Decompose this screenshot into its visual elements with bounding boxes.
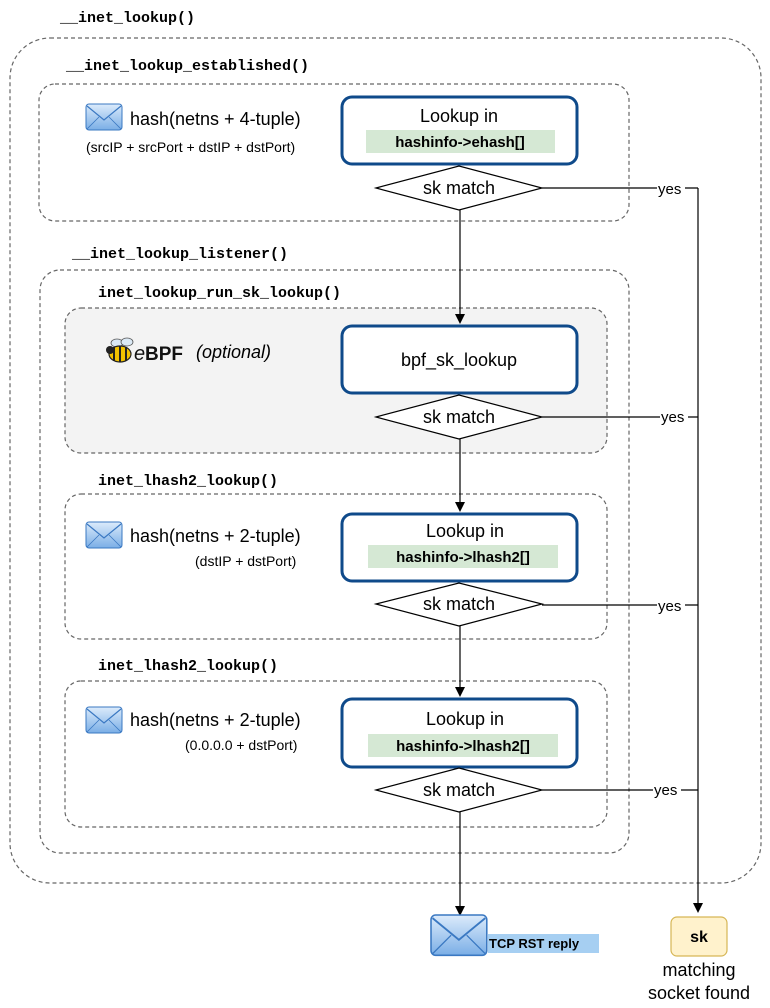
yes-label-1: yes xyxy=(658,181,681,198)
rst-label: TCP RST reply xyxy=(489,936,580,951)
ebpf-logo-e: e xyxy=(134,343,145,365)
yes-label-4: yes xyxy=(654,782,677,799)
decision-label-1: sk match xyxy=(423,178,495,198)
sk-found-line2: socket found xyxy=(648,983,750,1003)
established-hash: hash(netns + 4-tuple) xyxy=(130,109,301,129)
decision-label-3: sk match xyxy=(423,594,495,614)
lhash2-b-table: hashinfo->lhash2[] xyxy=(396,738,530,755)
run-sk-lookup-label: inet_lookup_run_sk_lookup() xyxy=(98,285,341,302)
rst-label-highlight xyxy=(488,934,599,953)
lhash2-group-a xyxy=(64,493,608,640)
lhash2-a-hash: hash(netns + 2-tuple) xyxy=(130,526,301,546)
yes-label-3: yes xyxy=(658,598,681,615)
lhash2-label-b: inet_lhash2_lookup() xyxy=(98,658,278,675)
bpf-sk-lookup-box xyxy=(340,324,579,395)
envelope-icon xyxy=(85,521,123,549)
established-hash-detail: (srcIP + srcPort + dstIP + dstPort) xyxy=(86,139,295,155)
ehash-lookup-title: Lookup in xyxy=(420,106,498,126)
ehash-table-highlight xyxy=(366,130,555,153)
established-label: __inet_lookup_established() xyxy=(65,58,309,75)
ebpf-optional: (optional) xyxy=(196,342,271,362)
lhash2-a-table-highlight xyxy=(368,545,558,568)
envelope-icon xyxy=(85,706,123,734)
bpf-sk-lookup-label: bpf_sk_lookup xyxy=(401,350,517,371)
decision-diamond-3 xyxy=(373,582,545,627)
lhash2-a-hash-detail: (dstIP + dstPort) xyxy=(195,553,296,569)
bee-icon xyxy=(106,337,134,363)
listener-label: __inet_lookup_listener() xyxy=(71,246,288,263)
ehash-table: hashinfo->ehash[] xyxy=(395,134,525,151)
lhash2-label-a: inet_lhash2_lookup() xyxy=(98,473,278,490)
listener-group xyxy=(39,269,630,854)
inet-lookup-group xyxy=(9,37,762,884)
lhash2-group-b xyxy=(64,680,608,828)
lhash2-b-hash-detail: (0.0.0.0 + dstPort) xyxy=(185,737,297,753)
decision-label-4: sk match xyxy=(423,780,495,800)
decision-label-2: sk match xyxy=(423,407,495,427)
lhash2-b-hash: hash(netns + 2-tuple) xyxy=(130,710,301,730)
ebpf-logo-bpf: BPF xyxy=(145,344,183,365)
lhash2-a-lookup-title: Lookup in xyxy=(426,521,504,541)
lhash2-b-table-highlight xyxy=(368,734,558,757)
envelope-icon xyxy=(85,103,123,131)
inet-lookup-label: __inet_lookup() xyxy=(59,10,195,27)
lhash2-b-lookup-title: Lookup in xyxy=(426,709,504,729)
sk-result-box xyxy=(670,916,728,957)
sk-found-line1: matching xyxy=(662,960,735,980)
rst-envelope-icon xyxy=(430,914,488,957)
yes-label-2: yes xyxy=(661,409,684,426)
sk-result-label: sk xyxy=(690,929,708,946)
lhash2-a-table: hashinfo->lhash2[] xyxy=(396,549,530,566)
